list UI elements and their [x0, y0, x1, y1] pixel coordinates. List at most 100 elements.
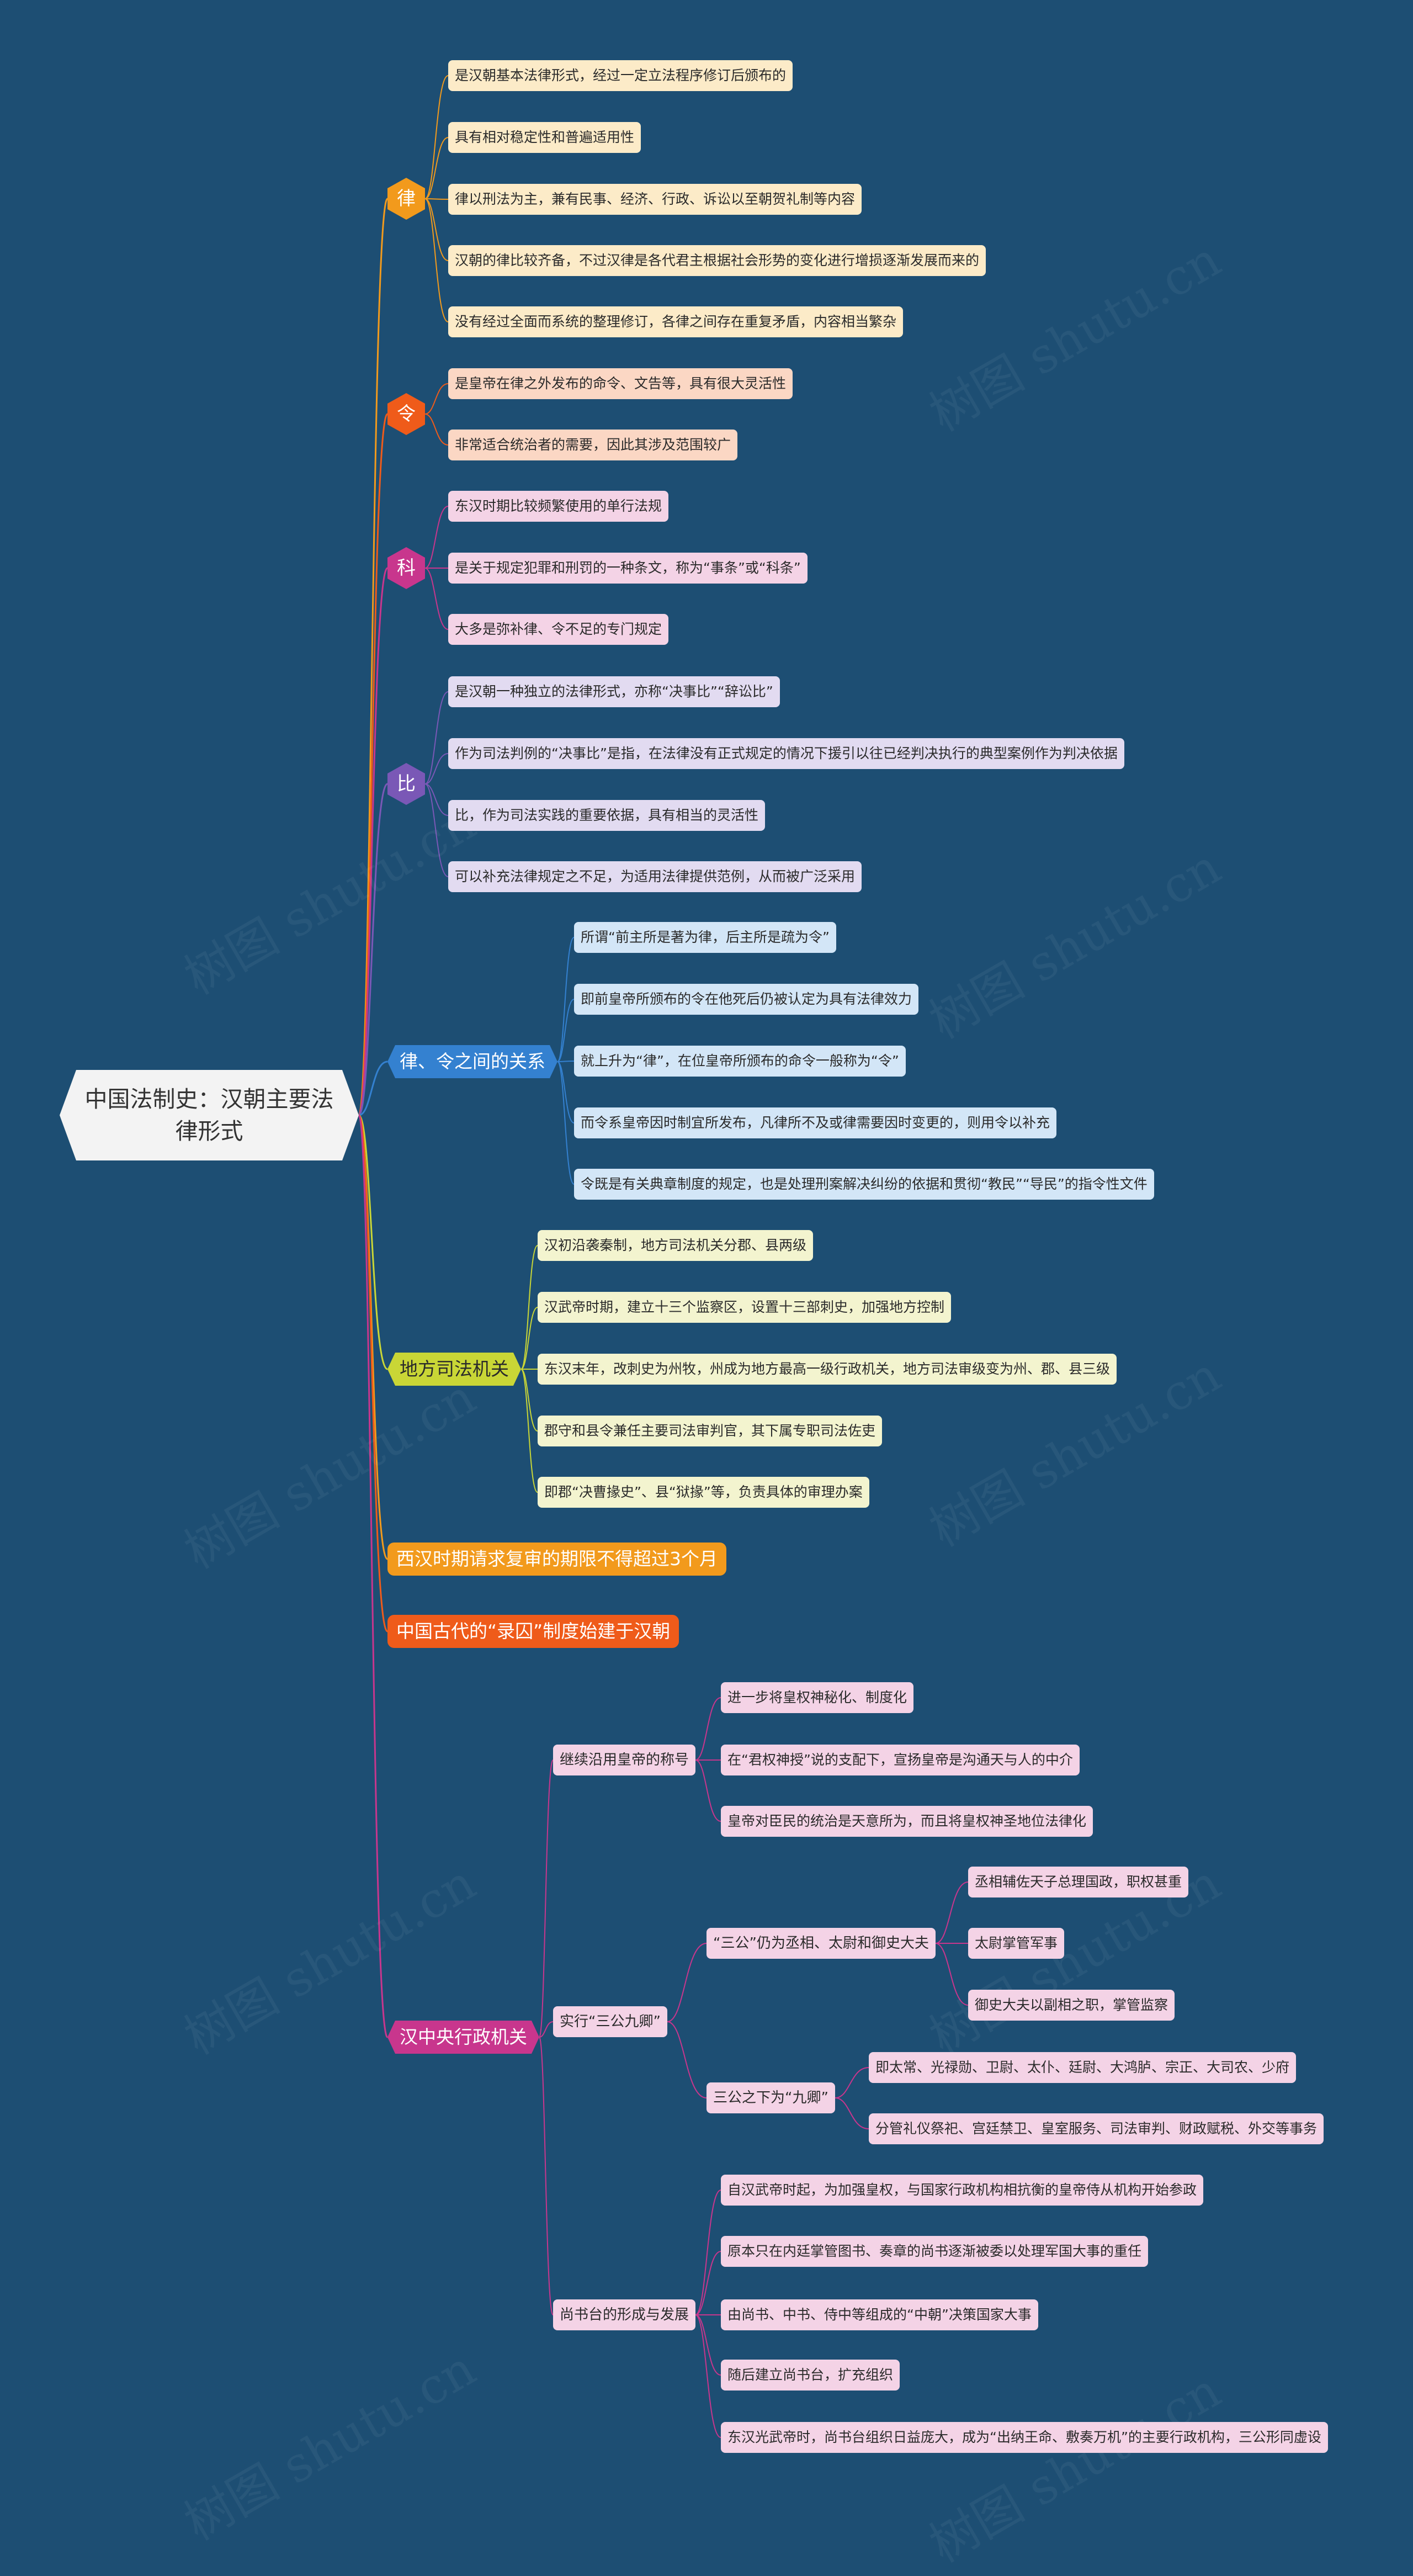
- branch-5-item-text: 即前皇帝所颁布的令在他死后仍被认定为具有法律效力: [581, 991, 912, 1007]
- branch-5-item[interactable]: 令既是有关典章制度的规定，也是处理刑案解决纠纷的依据和贯彻“教民”“导民”的指令…: [574, 1169, 1154, 1200]
- sub-sub-topic-item-text: 御史大夫以副相之职，掌管监察: [975, 1997, 1168, 2013]
- branch-6-item[interactable]: 郡守和县令兼任主要司法审判官，其下属专职司法佐吏: [538, 1416, 883, 1446]
- branch-3-item-text: 大多是弥补律、令不足的专门规定: [455, 621, 662, 637]
- branch-7-label: 西汉时期请求复审的期限不得超过3个月: [396, 1548, 718, 1570]
- sub-topic-item[interactable]: 由尚书、中书、侍中等组成的“中朝”决策国家大事: [721, 2299, 1038, 2330]
- sub-topic[interactable]: 尚书台的形成与发展: [553, 2299, 696, 2330]
- connector-line: [358, 198, 389, 1116]
- sub-topic-item[interactable]: 东汉光武帝时，尚书台组织日益庞大，成为“出纳王命、敷奏万机”的主要行政机构，三公…: [721, 2422, 1328, 2453]
- branch-1-item-text: 是汉朝基本法律形式，经过一定立法程序修订后颁布的: [455, 67, 787, 83]
- branch-1-item[interactable]: 具有相对稳定性和普遍适用性: [448, 122, 641, 153]
- connector-line: [695, 1759, 721, 1822]
- sub-sub-topic[interactable]: “三公”仍为丞相、太尉和御史大夫: [706, 1928, 936, 1959]
- branch-2-item[interactable]: 非常适合统治者的需要，因此其涉及范围较广: [448, 430, 738, 460]
- connector-line: [520, 1369, 538, 1493]
- sub-topic-item[interactable]: 进一步将皇权神秘化、制度化: [721, 1682, 914, 1713]
- branch-4-item-text: 比，作为司法实践的重要依据，具有相当的灵活性: [455, 807, 759, 823]
- sub-topic-label: 实行“三公九卿”: [560, 2013, 661, 2030]
- branch-9-label: 汉中央行政机关: [400, 2026, 527, 2048]
- sub-sub-topic-item[interactable]: 丞相辅佐天子总理国政，职权甚重: [968, 1867, 1189, 1897]
- connector-line: [424, 691, 449, 785]
- connector-line: [358, 1061, 388, 1116]
- connector-line: [358, 413, 389, 1116]
- branch-5-item[interactable]: 所谓“前主所是著为律，后主所是疏为令”: [574, 922, 836, 953]
- sub-sub-topic-item[interactable]: 分管礼仪祭祀、宫廷禁卫、皇室服务、司法审判、财政赋税、外交等事务: [869, 2113, 1324, 2144]
- sub-topic-item[interactable]: 原本只在内廷掌管图书、奏章的尚书逐渐被委以处理军国大事的重任: [721, 2236, 1149, 2267]
- branch-2-item-text: 是皇帝在律之外发布的命令、文告等，具有很大灵活性: [455, 375, 787, 391]
- connector-line: [695, 2190, 721, 2315]
- branch-1-item[interactable]: 是汉朝基本法律形式，经过一定立法程序修订后颁布的: [448, 60, 793, 91]
- branch-4-item[interactable]: 可以补充法律规定之不足，为适用法律提供范例，从而被广泛采用: [448, 861, 862, 892]
- sub-topic[interactable]: 继续沿用皇帝的称号: [553, 1745, 696, 1775]
- branch-6-item-text: 郡守和县令兼任主要司法审判官，其下属专职司法佐吏: [544, 1423, 876, 1439]
- connector-line: [695, 2314, 721, 2438]
- branch-4-item[interactable]: 作为司法判例的“决事比”是指，在法律没有正式规定的情况下援引以往已经判决执行的典…: [448, 738, 1124, 769]
- sub-topic-item-text: 由尚书、中书、侍中等组成的“中朝”决策国家大事: [727, 2307, 1032, 2323]
- connector-line: [667, 1943, 707, 2022]
- branch-1-item-text: 具有相对稳定性和普遍适用性: [455, 129, 635, 145]
- sub-topic[interactable]: 实行“三公九卿”: [553, 2006, 667, 2037]
- sub-topic-label: 继续沿用皇帝的称号: [560, 1752, 689, 1768]
- connector-line: [935, 1943, 969, 2006]
- connector-line: [695, 2251, 721, 2315]
- connector-line: [358, 783, 389, 1116]
- branch-5-item[interactable]: 即前皇帝所颁布的令在他死后仍被认定为具有法律效力: [574, 984, 919, 1015]
- branch-1-item[interactable]: 律以刑法为主，兼有民事、经济、行政、诉讼以至朝贺礼制等内容: [448, 184, 862, 215]
- sub-topic-item[interactable]: 皇帝对臣民的统治是天意所为，而且将皇权神圣地位法律化: [721, 1806, 1093, 1837]
- connector-line: [557, 1061, 575, 1123]
- branch-9-topic[interactable]: 汉中央行政机关: [387, 2021, 539, 2054]
- branch-6-item[interactable]: 即郡“决曹掾史”、县“狱掾”等，负责具体的审理办案: [538, 1477, 869, 1508]
- sub-sub-topic-item-text: 太尉掌管军事: [975, 1935, 1058, 1951]
- sub-sub-topic-item[interactable]: 即太常、光禄勋、卫尉、太仆、廷尉、大鸿胪、宗正、大司农、少府: [869, 2052, 1297, 2083]
- branch-4-item-text: 是汉朝一种独立的法律形式，亦称“决事比”“辞讼比”: [455, 683, 773, 699]
- connector-line: [520, 1307, 538, 1370]
- branch-5-item-text: 所谓“前主所是著为律，后主所是疏为令”: [581, 929, 830, 945]
- root-topic[interactable]: 中国法制史：汉朝主要法律形式: [60, 1070, 359, 1160]
- sub-topic-label: 尚书台的形成与发展: [560, 2307, 689, 2323]
- connector-line: [424, 414, 449, 446]
- branch-5-item-text: 令既是有关典章制度的规定，也是处理刑案解决纠纷的依据和贯彻“教民”“导民”的指令…: [581, 1176, 1148, 1192]
- connector-line: [358, 1114, 388, 1370]
- sub-topic-item[interactable]: 在“君权神授”说的支配下，宣扬皇帝是沟通天与人的中介: [721, 1745, 1080, 1775]
- branch-3-item[interactable]: 大多是弥补律、令不足的专门规定: [448, 614, 669, 645]
- branch-5-item[interactable]: 而令系皇帝因时制宜所发布，凡律所不及或律需要因时变更的，则用令以补充: [574, 1107, 1057, 1138]
- sub-topic-item[interactable]: 随后建立尚书台，扩充组织: [721, 2360, 900, 2391]
- sub-topic-item-text: 随后建立尚书台，扩充组织: [727, 2367, 894, 2383]
- sub-sub-topic-item[interactable]: 太尉掌管军事: [968, 1928, 1065, 1959]
- connector-line: [557, 999, 575, 1062]
- branch-5-item-text: 就上升为“律”，在位皇帝所颁布的命令一般称为“令”: [581, 1053, 899, 1069]
- branch-4-item[interactable]: 是汉朝一种独立的法律形式，亦称“决事比”“辞讼比”: [448, 676, 780, 707]
- branch-3-item-text: 是关于规定犯罪和刑罚的一种条文，称为“事条”或“科条”: [455, 560, 801, 576]
- branch-7-topic[interactable]: 西汉时期请求复审的期限不得超过3个月: [387, 1543, 726, 1576]
- branch-1-item[interactable]: 没有经过全面而系统的整理修订，各律之间存在重复矛盾，内容相当繁杂: [448, 306, 904, 337]
- branch-1-label: 律: [397, 188, 416, 210]
- branch-6-item[interactable]: 汉武帝时期，建立十三个监察区，设置十三部刺史，加强地方控制: [538, 1292, 952, 1323]
- branch-6-item[interactable]: 汉初沿袭秦制，地方司法机关分郡、县两级: [538, 1230, 814, 1261]
- sub-sub-topic-item-text: 即太常、光禄勋、卫尉、太仆、廷尉、大鸿胪、宗正、大司农、少府: [875, 2059, 1290, 2075]
- connector-line: [424, 198, 449, 322]
- branch-6-item-text: 汉武帝时期，建立十三个监察区，设置十三部刺史，加强地方控制: [544, 1299, 945, 1315]
- branch-5-item[interactable]: 就上升为“律”，在位皇帝所颁布的命令一般称为“令”: [574, 1046, 906, 1077]
- branch-4-item[interactable]: 比，作为司法实践的重要依据，具有相当的灵活性: [448, 800, 766, 831]
- connector-line: [835, 2067, 869, 2098]
- branch-3-item[interactable]: 东汉时期比较频繁使用的单行法规: [448, 491, 669, 522]
- branch-2-topic[interactable]: 令: [387, 393, 425, 435]
- sub-sub-topic-item[interactable]: 御史大夫以副相之职，掌管监察: [968, 1990, 1175, 2021]
- branch-1-item[interactable]: 汉朝的律比较齐备，不过汉律是各代君主根据社会形势的变化进行增损逐渐发展而来的: [448, 245, 986, 276]
- branch-2-item[interactable]: 是皇帝在律之外发布的命令、文告等，具有很大灵活性: [448, 368, 793, 399]
- connector-line: [667, 2021, 707, 2098]
- sub-topic-item[interactable]: 自汉武帝时起，为加强皇权，与国家行政机构相抗衡的皇帝侍从机构开始参政: [721, 2175, 1204, 2206]
- sub-topic-item-text: 进一步将皇权神秘化、制度化: [727, 1689, 907, 1705]
- connector-line: [424, 137, 449, 199]
- branch-3-item-text: 东汉时期比较频繁使用的单行法规: [455, 498, 662, 514]
- sub-sub-topic-label: “三公”仍为丞相、太尉和御史大夫: [713, 1935, 929, 1952]
- branch-6-topic[interactable]: 地方司法机关: [387, 1353, 521, 1386]
- connector-line: [557, 937, 575, 1062]
- branch-6-item[interactable]: 东汉末年，改刺史为州牧，州成为地方最高一级行政机关，地方司法审级变为州、郡、县三…: [538, 1354, 1117, 1385]
- branch-5-topic[interactable]: 律、令之间的关系: [387, 1045, 557, 1078]
- branch-3-item[interactable]: 是关于规定犯罪和刑罚的一种条文，称为“事条”或“科条”: [448, 553, 808, 584]
- sub-sub-topic[interactable]: 三公之下为“九卿”: [706, 2082, 835, 2113]
- branch-8-topic[interactable]: 中国古代的“录囚”制度始建于汉朝: [387, 1615, 679, 1648]
- connector-line: [695, 2314, 721, 2376]
- sub-topic-item-text: 皇帝对臣民的统治是天意所为，而且将皇权神圣地位法律化: [727, 1813, 1087, 1829]
